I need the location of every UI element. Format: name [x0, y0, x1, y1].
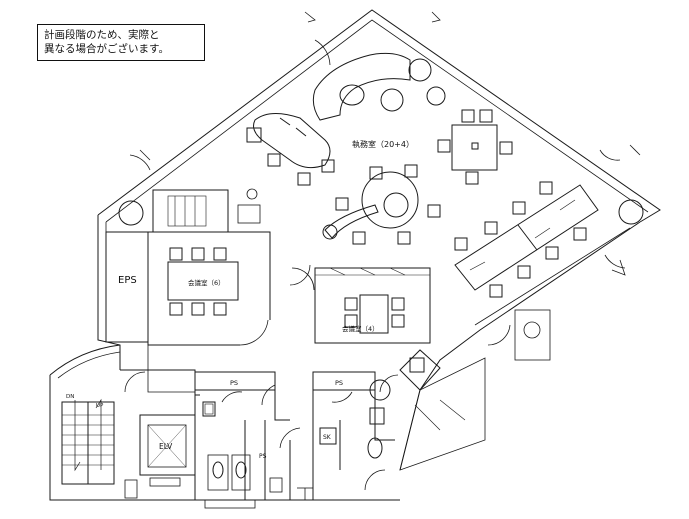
building-outline [49, 9, 661, 501]
eps-label: EPS [118, 275, 137, 286]
storage-block [152, 188, 261, 233]
office-label: 執務室（20+4） [352, 139, 414, 149]
facade-doors [129, 11, 641, 276]
elevator-shaft [139, 414, 196, 487]
disclaimer-line-2: 異なる場合がございます。 [44, 43, 169, 55]
meeting-room-4 [289, 264, 431, 344]
lounge-furniture [246, 52, 446, 186]
stairwell [61, 398, 115, 485]
disclaimer-line-1: 計画段階のため、実際と [44, 29, 160, 41]
ps-right-label: PS [335, 379, 343, 387]
stair-down-label: DN [66, 394, 74, 400]
stair-up-label: UP [96, 403, 104, 409]
meeting-room-4-label: 会議室（4） [342, 324, 379, 333]
eps-shaft [105, 231, 149, 343]
desk-islands [454, 181, 599, 298]
meeting-room-6-label: 会議室（6） [188, 278, 225, 287]
round-table [322, 164, 441, 245]
disclaimer-note: 計画段階のため、実際と 異なる場合がございます。 [37, 24, 205, 61]
bottom-fixtures [124, 479, 256, 509]
core-walls [120, 345, 395, 500]
kitchen-label: SK [323, 434, 332, 441]
ps-corridor-label: PS [259, 453, 267, 460]
square-table [437, 109, 513, 185]
elevator-label: ELV [159, 442, 173, 451]
ps-left-label: PS [230, 379, 238, 387]
columns [118, 199, 644, 226]
meeting-room-6 [147, 231, 271, 346]
entry-area [369, 309, 551, 471]
restroom-fixtures [202, 401, 385, 500]
